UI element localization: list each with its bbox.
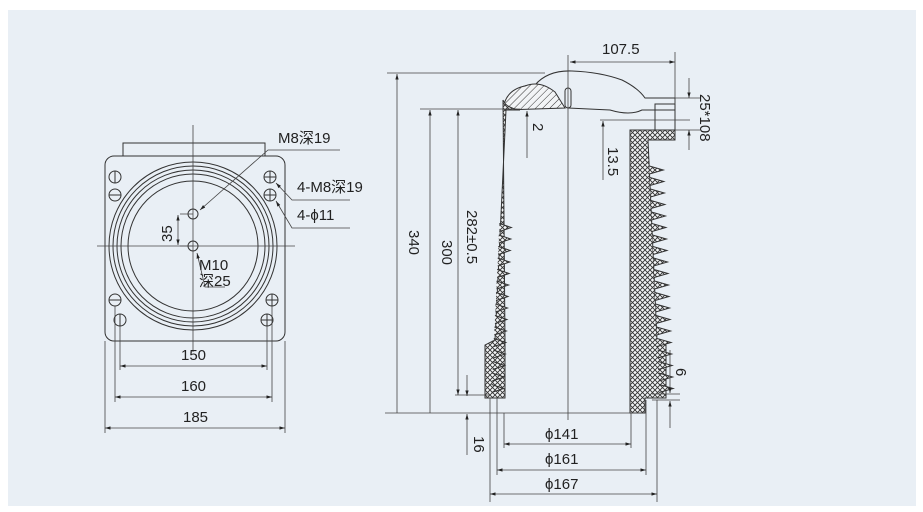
- label-m10: M10: [199, 257, 228, 274]
- terminal: [654, 103, 676, 131]
- flange-plate: [104, 155, 286, 342]
- dim-35: 35: [159, 225, 176, 242]
- shed-left: [498, 234, 513, 244]
- shed-right: [656, 338, 673, 347]
- shed-right: [653, 269, 670, 278]
- shed-left: [494, 315, 509, 324]
- shed-right: [651, 223, 668, 232]
- dim-282: 282±0.5: [463, 210, 480, 264]
- shed-right: [657, 349, 674, 359]
- corner-holes: [108, 170, 279, 327]
- shed-left: [494, 326, 508, 336]
- dim-160: 160: [181, 378, 206, 395]
- shed-right: [654, 292, 671, 301]
- shed-left: [492, 361, 507, 370]
- dim-107-5: 107.5: [602, 41, 640, 58]
- shed-left: [492, 372, 506, 382]
- shed-left: [491, 384, 506, 393]
- shed-right: [655, 303, 672, 313]
- shed-right: [653, 257, 670, 267]
- dim-25x108: 25*108: [696, 94, 713, 142]
- shed-right: [656, 326, 673, 336]
- shed-right: [650, 200, 667, 209]
- shed-left: [496, 280, 511, 290]
- section-view: 107.5 25*108 13.5 2 340 300 282±0.5 16 6: [385, 41, 713, 502]
- right-wall-section: [629, 129, 676, 414]
- shed-left: [495, 292, 510, 301]
- dim-13-5: 13.5: [604, 147, 621, 176]
- shed-right: [655, 315, 672, 324]
- shed-left: [493, 338, 508, 347]
- dim-300: 300: [438, 240, 455, 265]
- shed-left: [495, 303, 510, 313]
- dim-185: 185: [183, 409, 208, 426]
- drawing-background: [8, 10, 916, 506]
- shed-left: [497, 257, 512, 267]
- dim-phi161: ϕ161: [545, 451, 578, 468]
- dim-2: 2: [529, 123, 546, 131]
- dim-16: 16: [470, 436, 487, 453]
- shed-right: [651, 211, 668, 221]
- shed-left: [498, 246, 512, 255]
- shed-left: [493, 349, 507, 359]
- plan-view: M8深19 4-M8深19 4-ϕ11 M10 深25 35 150 160 1…: [97, 125, 363, 433]
- dim-phi167: ϕ167: [545, 476, 578, 493]
- weather-sheds: [491, 165, 676, 393]
- label-depth25: 深25: [199, 273, 231, 290]
- shed-left: [499, 223, 513, 232]
- label-m8-depth19: M8深19: [278, 130, 331, 147]
- dim-6: 6: [672, 368, 689, 376]
- label-4-m8-depth19: 4-M8深19: [297, 179, 363, 196]
- shed-right: [652, 234, 669, 244]
- shed-right: [658, 361, 674, 370]
- cap-section: [502, 83, 566, 111]
- dim-340: 340: [405, 230, 422, 255]
- shed-right: [654, 280, 671, 290]
- label-4-phi11: 4-ϕ11: [297, 207, 334, 224]
- mounting-tab: [122, 142, 266, 157]
- dim-phi141: ϕ141: [545, 426, 578, 443]
- shed-right: [659, 384, 676, 393]
- shed-left: [496, 269, 511, 278]
- dim-150: 150: [181, 347, 206, 364]
- shed-right: [658, 372, 675, 382]
- shed-right: [650, 188, 667, 198]
- shed-right: [649, 165, 666, 175]
- shed-right: [652, 246, 669, 255]
- shed-right: [649, 177, 666, 186]
